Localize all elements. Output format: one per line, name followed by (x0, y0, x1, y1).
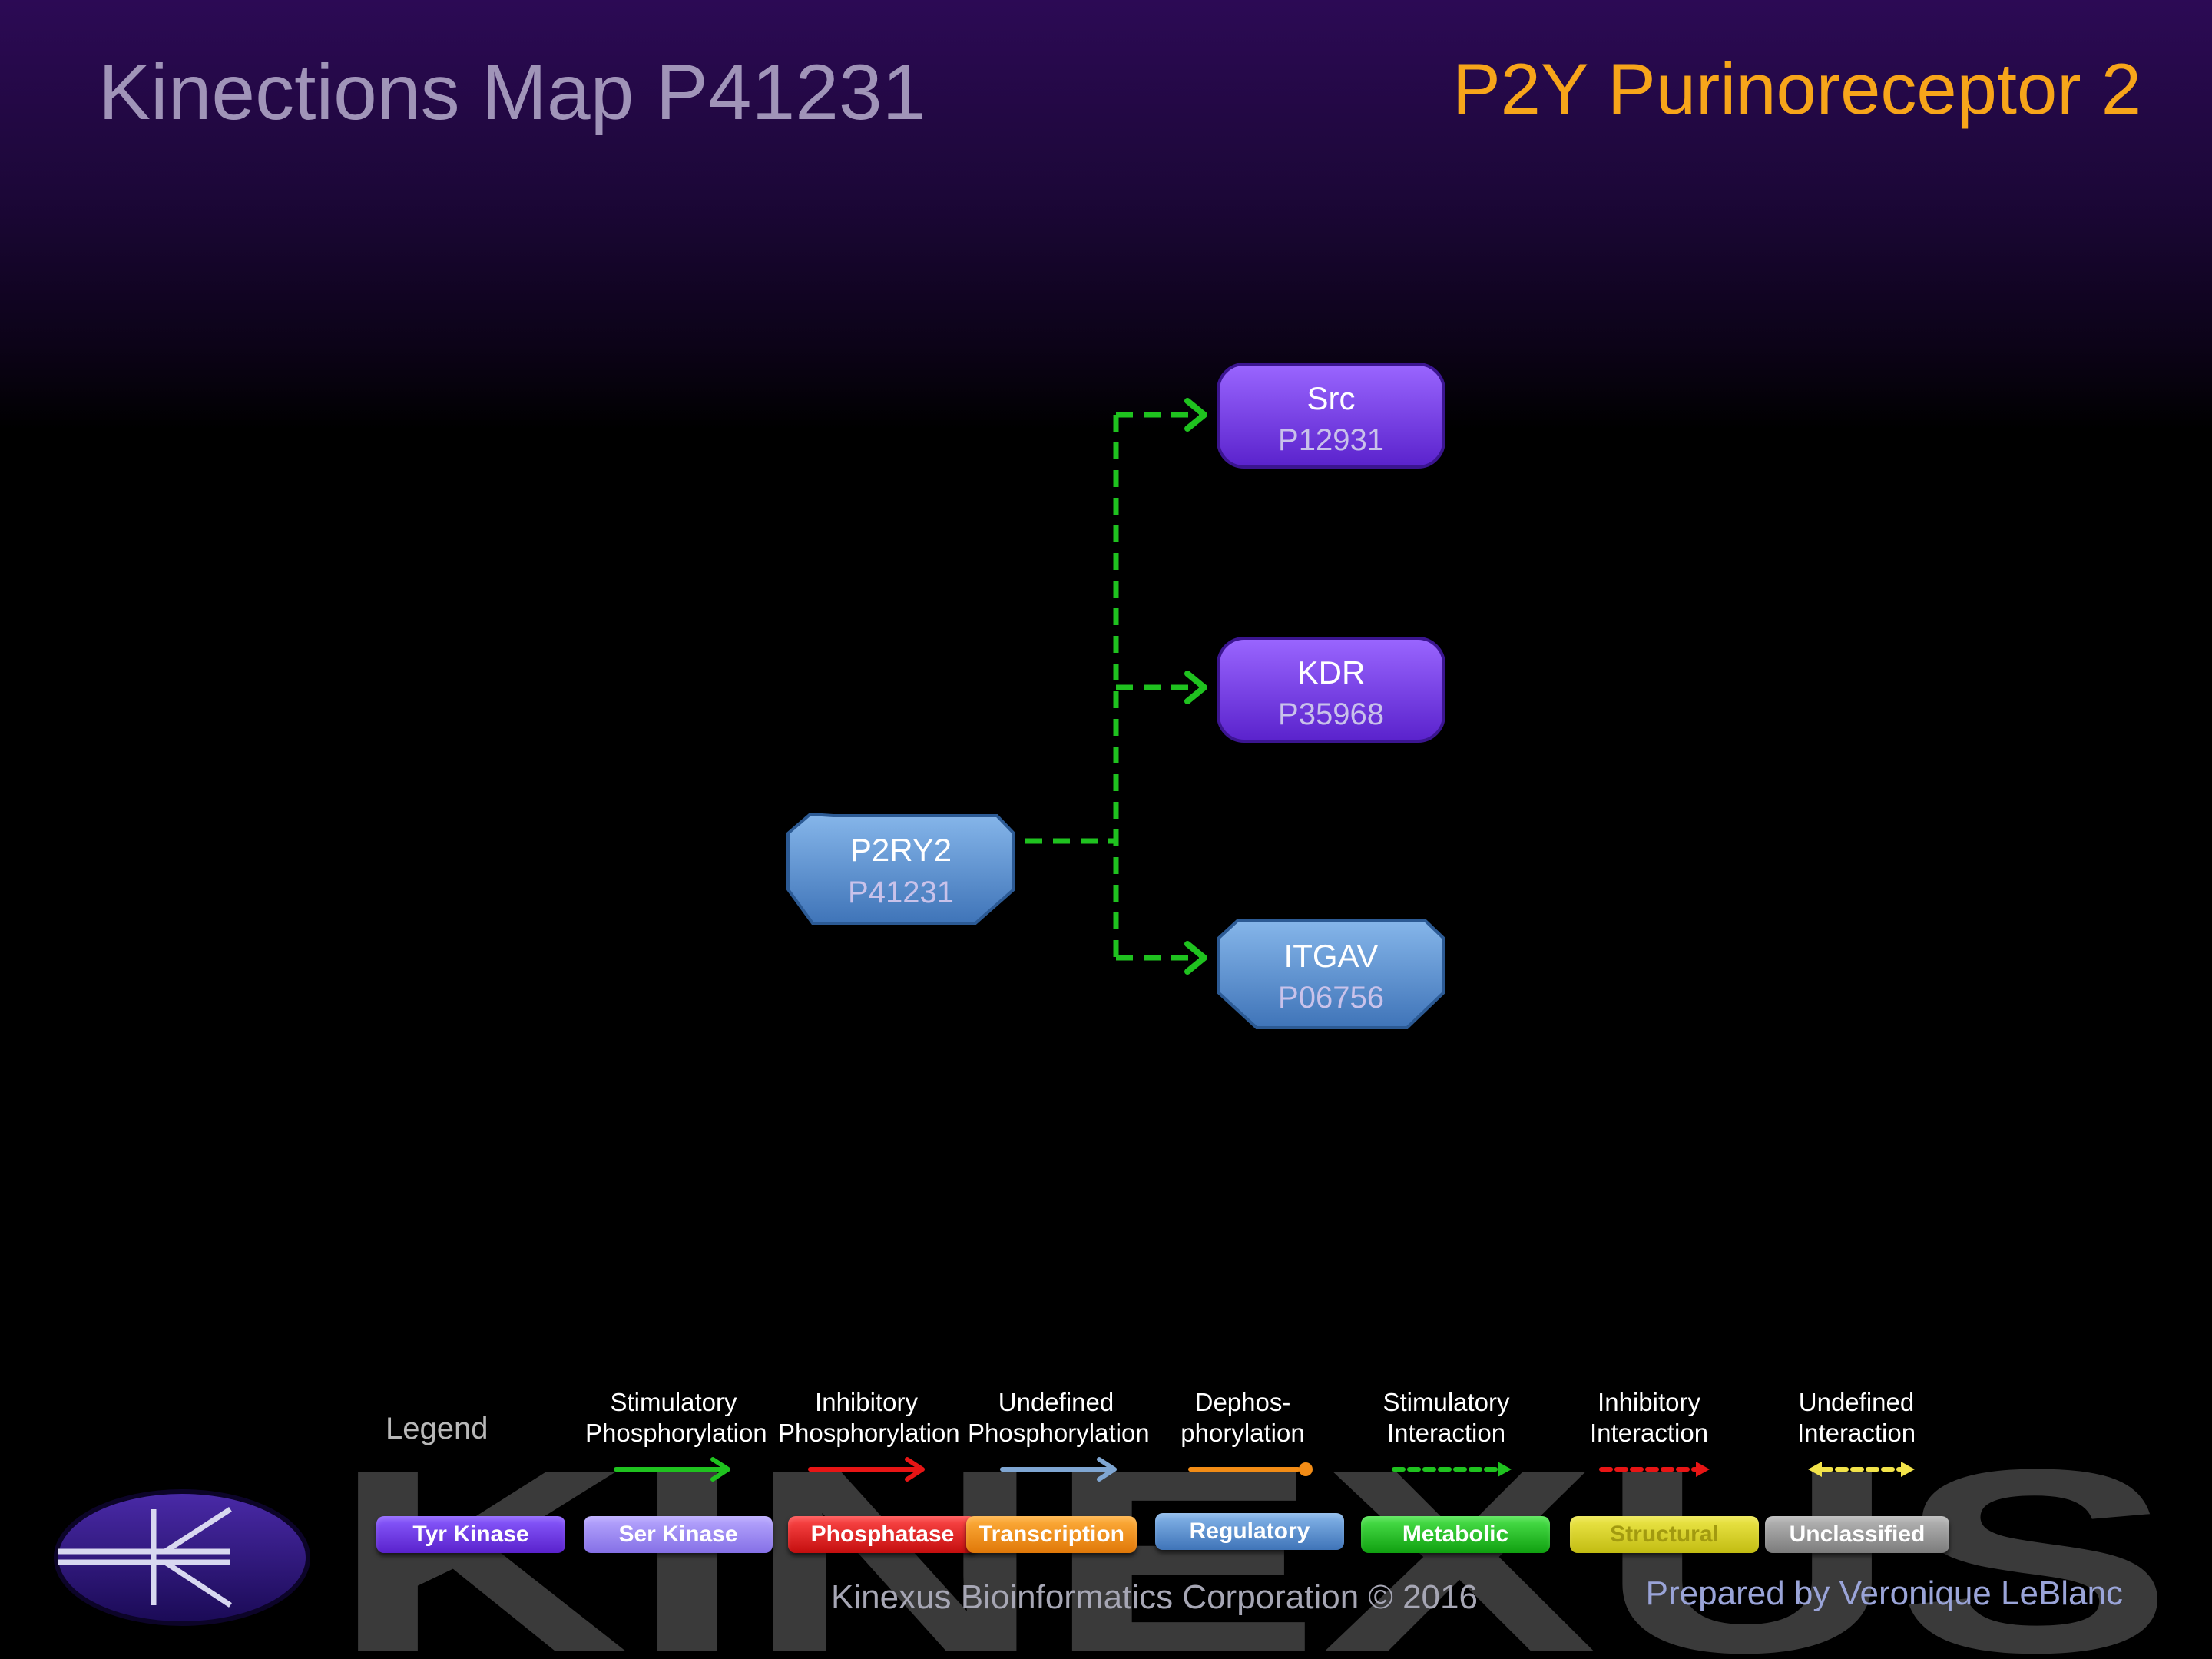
legend-arrow-undefined-phosphorylation (1000, 1457, 1117, 1482)
legend-text-inhibitory-interaction: Inhibitory Interaction (1561, 1387, 1737, 1449)
node-itgav[interactable]: ITGAV P06756 (1217, 919, 1445, 1029)
legend-badge-structural: Structural (1570, 1516, 1759, 1553)
node-kdr-accession: P35968 (1278, 697, 1384, 731)
legend-badge-ser-kinase: Ser Kinase (584, 1516, 773, 1553)
legend-text-line2: Interaction (1796, 1419, 1916, 1447)
legend-arrow-stimulatory-phosphorylation (614, 1457, 730, 1482)
legend-text-line2: Phosphorylation (585, 1419, 767, 1447)
legend-text-line2: Interaction (1589, 1419, 1709, 1447)
node-itgav-accession: P06756 (1278, 981, 1384, 1015)
legend-text-line2: Phosphorylation (968, 1419, 1150, 1447)
legend-badge-unclassified: Unclassified (1765, 1516, 1949, 1553)
map-title: Kinections Map P41231 (98, 48, 926, 136)
legend-arrow-dephosphorylation (1188, 1462, 1313, 1476)
legend-text-line2: Interaction (1386, 1419, 1506, 1447)
legend-text-line2: Phosphorylation (778, 1419, 960, 1447)
legend-label: Legend (386, 1412, 488, 1445)
legend-text-stimulatory-phosphorylation: Stimulatory Phosphorylation (585, 1387, 767, 1449)
node-kdr[interactable]: KDR P35968 (1217, 637, 1445, 743)
legend-text-dephosphorylation: Dephos- phorylation (1154, 1387, 1331, 1449)
legend-text-line1: Stimulatory (610, 1388, 737, 1416)
legend-arrow-inhibitory-phosphorylation (808, 1457, 925, 1482)
arrowhead-itgav (1184, 941, 1207, 975)
legend-text-line1: Inhibitory (1598, 1388, 1700, 1416)
header-background (0, 0, 2212, 430)
node-kdr-name: KDR (1297, 654, 1366, 690)
legend-arrowhead-undefined-interaction-right (1901, 1462, 1915, 1477)
legend-badge-phosphatase: Phosphatase (788, 1516, 977, 1553)
footer-author: Prepared by Veronique LeBlanc (1645, 1575, 2123, 1612)
node-p2ry2-name: P2RY2 (850, 832, 952, 868)
node-src-name: Src (1307, 380, 1356, 416)
node-itgav-name: ITGAV (1284, 938, 1379, 974)
node-p2ry2[interactable]: P2RY2 P41231 (786, 812, 1015, 925)
kinexus-logo (54, 1489, 310, 1626)
legend-text-line1: Undefined (998, 1388, 1114, 1416)
legend-arrowhead-inhibitory-interaction (1696, 1462, 1710, 1477)
legend-badge-tyr-kinase: Tyr Kinase (376, 1516, 565, 1553)
legend-text-inhibitory-phosphorylation: Inhibitory Phosphorylation (778, 1387, 960, 1449)
legend-arrowhead-stimulatory-interaction (1498, 1462, 1512, 1477)
legend-badge-metabolic: Metabolic (1361, 1516, 1550, 1553)
legend-text-line1: Undefined (1798, 1388, 1915, 1416)
node-src[interactable]: Src P12931 (1217, 363, 1445, 469)
legend-text-undefined-phosphorylation: Undefined Phosphorylation (968, 1387, 1150, 1449)
legend-arrowhead-undefined-interaction-left (1808, 1462, 1822, 1477)
legend-text-stimulatory-interaction: Stimulatory Interaction (1358, 1387, 1535, 1449)
arrowhead-kdr (1184, 671, 1207, 704)
legend-text-undefined-interaction: Undefined Interaction (1768, 1387, 1945, 1449)
protein-name: P2Y Purinoreceptor 2 (1452, 48, 2141, 129)
node-src-accession: P12931 (1278, 423, 1384, 457)
legend-text-line1: Dephos- (1194, 1388, 1291, 1416)
legend-text-line1: Inhibitory (815, 1388, 918, 1416)
interaction-edges (1025, 412, 1200, 961)
footer-credit: Kinexus Bioinformatics Corporation © 201… (831, 1578, 1478, 1616)
legend-badge-regulatory: Regulatory (1155, 1513, 1344, 1550)
arrowhead-src (1184, 398, 1207, 432)
node-p2ry2-accession: P41231 (848, 876, 954, 909)
legend-badge-transcription: Transcription (966, 1516, 1137, 1553)
legend-text-line2: phorylation (1181, 1419, 1305, 1447)
legend-text-line1: Stimulatory (1382, 1388, 1510, 1416)
